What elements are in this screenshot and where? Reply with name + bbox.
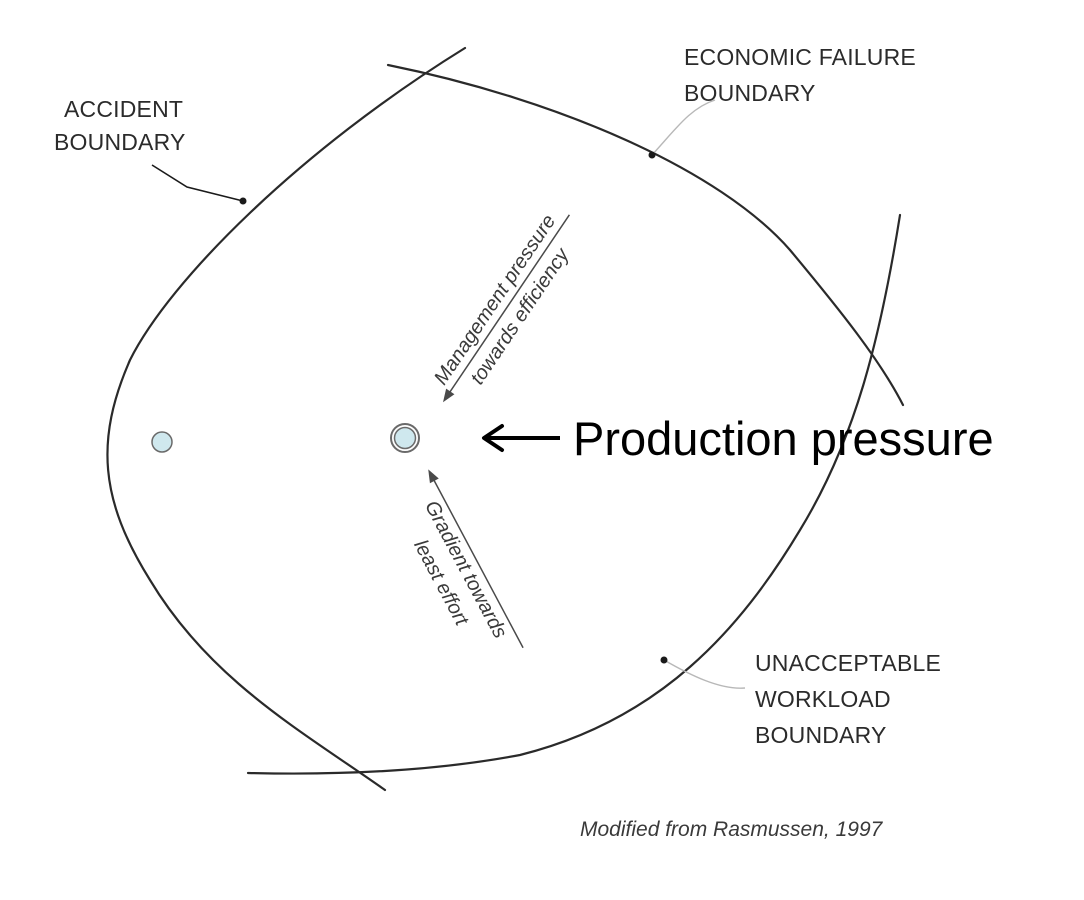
unacceptable-workload-label-line-3: BOUNDARY [755, 722, 887, 748]
management-pressure-arrow-head [443, 388, 455, 403]
accident-boundary-label-line-2: BOUNDARY [54, 129, 186, 155]
least-effort-arrow-head [428, 469, 439, 484]
unacceptable-workload-label-line-2: WORKLOAD [755, 686, 891, 712]
least-effort-arrow-line [431, 476, 524, 649]
accident-boundary-leader [151, 164, 244, 202]
credit-caption: Modified from Rasmussen, 1997 [580, 818, 884, 841]
unacceptable-workload-label-line-1: UNACCEPTABLE [755, 650, 941, 676]
management-pressure-arrow-line [446, 214, 571, 396]
economic-failure-leader [651, 99, 716, 156]
unacceptable-workload-leader [663, 659, 746, 689]
accident-boundary-anchor-dot [239, 197, 247, 205]
production-pressure-label: Production pressure [573, 412, 994, 465]
economic-failure-label-line-1: ECONOMIC FAILURE [684, 44, 916, 70]
accident-boundary-label: ACCIDENT BOUNDARY [54, 96, 189, 155]
unacceptable-workload-boundary-label: UNACCEPTABLE WORKLOAD BOUNDARY [755, 650, 948, 748]
economic-failure-anchor-dot [648, 151, 656, 159]
left-state-dot [151, 431, 173, 453]
operating-point-dot [393, 426, 417, 450]
operating-point-ring [390, 423, 420, 453]
economic-failure-boundary-line [386, 63, 905, 407]
accident-boundary-label-line-1: ACCIDENT [64, 96, 183, 122]
unacceptable-workload-anchor-dot [660, 656, 668, 664]
accident-boundary-line [106, 46, 467, 792]
economic-failure-label-line-2: BOUNDARY [684, 80, 816, 106]
management-pressure-gradient: Management pressure towards efficiency [430, 211, 574, 403]
unacceptable-workload-boundary-line [246, 213, 902, 775]
production-pressure-arrow-head [482, 424, 504, 452]
economic-failure-boundary-label: ECONOMIC FAILURE BOUNDARY [684, 44, 923, 106]
least-effort-gradient: Gradient towards least effort [409, 469, 524, 649]
